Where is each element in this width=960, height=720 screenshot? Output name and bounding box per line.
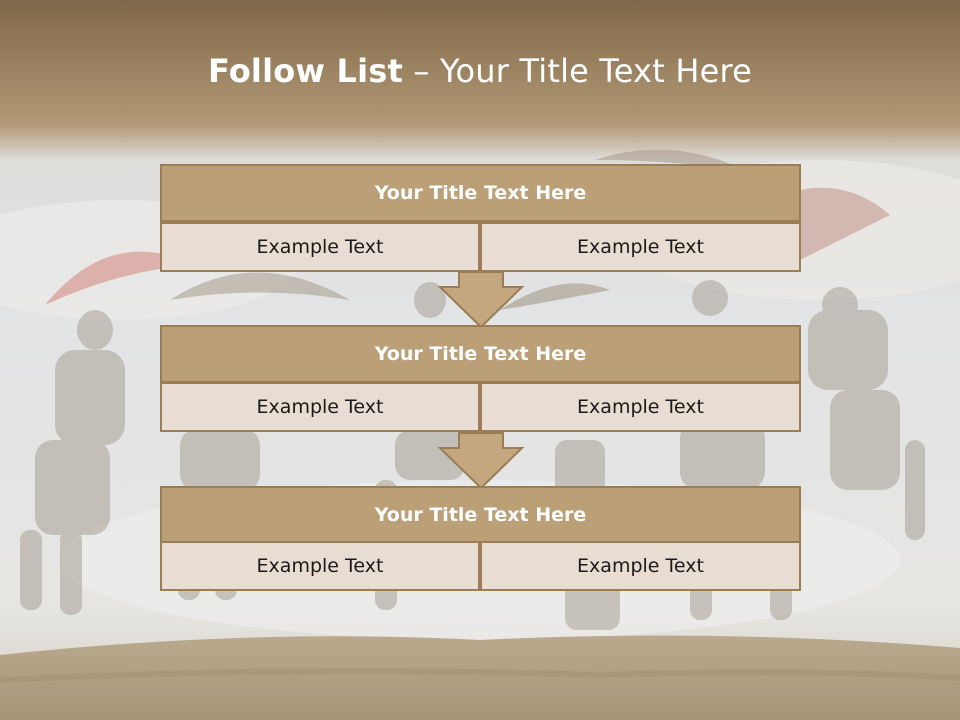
block-cell-left: Example Text [160, 382, 480, 432]
list-block-1: Your Title Text Here Example Text Exampl… [160, 164, 801, 272]
down-arrow-icon [437, 271, 525, 329]
block-row: Example Text Example Text [160, 222, 801, 272]
block-title: Your Title Text Here [160, 164, 801, 222]
slide-title-rest: – Your Title Text Here [403, 52, 753, 90]
slide-title: Follow List – Your Title Text Here [0, 52, 960, 90]
block-cell-right: Example Text [480, 541, 801, 591]
slide-title-bold: Follow List [207, 52, 404, 90]
block-row: Example Text Example Text [160, 541, 801, 591]
block-title: Your Title Text Here [160, 325, 801, 383]
block-cell-left: Example Text [160, 222, 480, 272]
block-title: Your Title Text Here [160, 486, 801, 544]
down-arrow-icon [437, 432, 525, 490]
block-row: Example Text Example Text [160, 382, 801, 432]
header-band [0, 0, 960, 160]
list-block-2: Your Title Text Here Example Text Exampl… [160, 325, 801, 433]
block-cell-right: Example Text [480, 382, 801, 432]
block-cell-left: Example Text [160, 541, 480, 591]
list-block-3: Your Title Text Here Example Text Exampl… [160, 486, 801, 593]
block-cell-right: Example Text [480, 222, 801, 272]
